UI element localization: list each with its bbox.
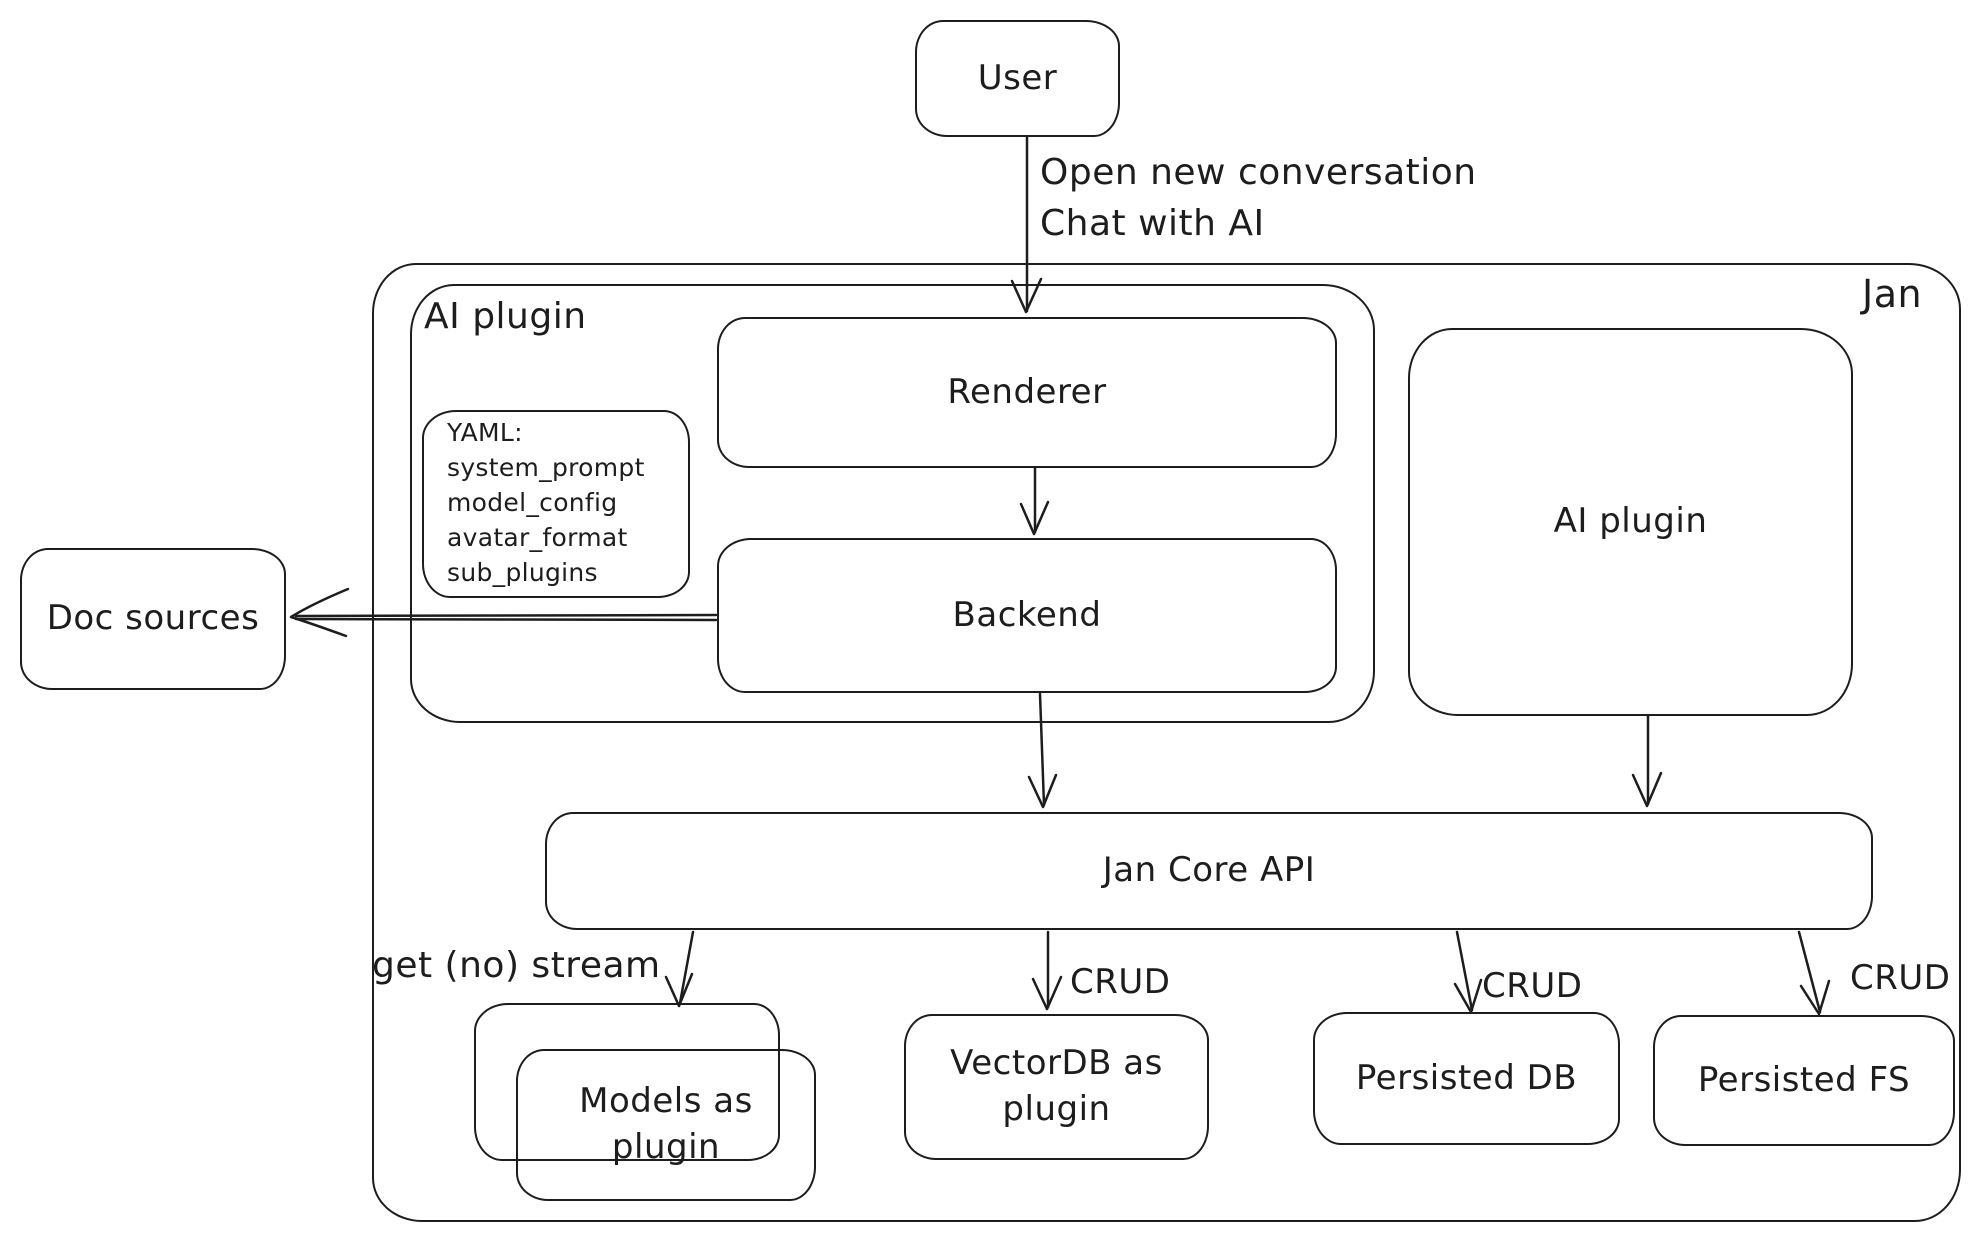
models-as-plugin-back-box xyxy=(474,1003,780,1161)
ai-plugin-left-label: AI plugin xyxy=(424,296,587,337)
backend-node-label: Backend xyxy=(952,594,1102,635)
renderer-node: Renderer xyxy=(717,317,1337,468)
jan-core-api-node: Jan Core API xyxy=(545,812,1873,930)
doc-sources-node: Doc sources xyxy=(20,548,286,690)
ai-plugin-left-container xyxy=(410,284,1375,723)
arrowhead-docsources xyxy=(289,587,350,638)
yaml-note-box xyxy=(422,410,690,598)
yaml-note-line: sub_plugins xyxy=(447,558,598,587)
doc-sources-label: Doc sources xyxy=(46,598,260,639)
edge-label-crud-vectordb: CRUD xyxy=(1070,962,1171,1002)
user-node: User xyxy=(915,20,1120,137)
user-node-label: User xyxy=(977,57,1058,98)
jan-core-api-label: Jan Core API xyxy=(1102,850,1316,891)
jan-container-label: Jan xyxy=(1862,272,1923,316)
vectordb-as-plugin-node: VectorDB as plugin xyxy=(904,1014,1209,1160)
ai-plugin-right-label: AI plugin xyxy=(1553,501,1708,542)
edge-label-get-no-stream: get (no) stream xyxy=(372,945,661,986)
persisted-db-label: Persisted DB xyxy=(1355,1057,1578,1098)
edge-label-open-conversation: Open new conversation xyxy=(1040,152,1477,193)
jan-container-box xyxy=(372,263,1961,1222)
yaml-note-line: model_config xyxy=(447,488,618,517)
persisted-fs-label: Persisted FS xyxy=(1697,1059,1911,1100)
yaml-note-line: system_prompt xyxy=(447,453,645,482)
edge-label-crud-persisted-fs: CRUD xyxy=(1850,958,1951,998)
ai-plugin-right-node: AI plugin xyxy=(1408,328,1853,716)
persisted-fs-node: Persisted FS xyxy=(1653,1015,1955,1146)
renderer-node-label: Renderer xyxy=(947,371,1107,412)
yaml-note-line: YAML: xyxy=(447,418,523,447)
yaml-note-line: avatar_format xyxy=(447,523,628,552)
backend-node: Backend xyxy=(717,538,1337,693)
models-as-plugin-label: Models as plugin xyxy=(579,1081,753,1167)
edge-label-crud-persisted-db: CRUD xyxy=(1482,966,1583,1006)
edge-label-chat-with-ai: Chat with AI xyxy=(1040,203,1265,244)
models-as-plugin-node: Models as plugin xyxy=(516,1049,816,1201)
vectordb-as-plugin-label: VectorDB as plugin xyxy=(950,1043,1163,1129)
yaml-note-text: YAML: system_prompt model_config avatar_… xyxy=(447,415,645,590)
persisted-db-node: Persisted DB xyxy=(1313,1012,1620,1145)
